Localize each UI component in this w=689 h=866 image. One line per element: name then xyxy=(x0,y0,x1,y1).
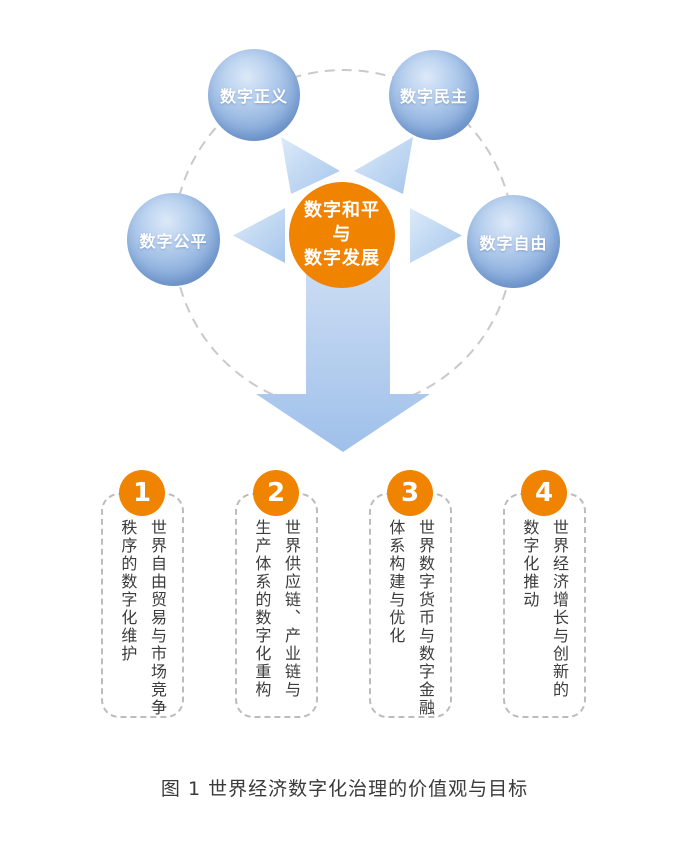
center-node-line: 与 xyxy=(332,223,352,245)
figure-caption: 图 1 世界经济数字化治理的价值观与目标 xyxy=(160,778,529,800)
goal-text-line: 体系构建与优化 xyxy=(386,519,406,645)
goal-text-line: 世界供应链、产业链与 xyxy=(282,519,301,699)
center-node-line: 数字发展 xyxy=(304,248,380,270)
goal-text-line: 数字化推动 xyxy=(520,519,540,609)
value-node-label: 数字自由 xyxy=(479,233,548,253)
goal-text-vertical: 世界经济增长与创新的 数字化推动 xyxy=(515,519,574,713)
goal-number: 4 xyxy=(534,478,554,508)
goal-card: 世界经济增长与创新的 数字化推动 xyxy=(503,493,586,718)
goal-number-badge: 2 xyxy=(253,470,299,516)
goal-text-vertical: 世界数字货币与数字金融 体系构建与优化 xyxy=(381,519,440,717)
goal-text-line: 世界经济增长与创新的 xyxy=(550,519,569,699)
arrow-to-right xyxy=(410,208,462,263)
big-down-arrow xyxy=(256,230,430,452)
goal-text-line: 生产体系的数字化重构 xyxy=(252,519,272,699)
value-node-label: 数字正义 xyxy=(219,87,288,106)
value-node-digital-democracy: 数字民主 xyxy=(389,50,479,140)
goal-card: 世界自由贸易与市场竞争 秩序的数字化维护 xyxy=(101,493,184,718)
goal-text-line: 秩序的数字化维护 xyxy=(118,519,138,663)
goal-text-vertical: 世界自由贸易与市场竞争 秩序的数字化维护 xyxy=(113,519,172,717)
goal-card: 世界供应链、产业链与 生产体系的数字化重构 xyxy=(235,493,318,718)
goal-text-line: 世界数字货币与数字金融 xyxy=(416,519,435,717)
goal-number: 1 xyxy=(132,478,152,508)
arrow-top-right xyxy=(354,137,413,194)
goal-number-badge: 4 xyxy=(521,470,567,516)
center-node-digital-peace-development: 数字和平 与 数字发展 xyxy=(289,182,395,288)
goal-text-line: 世界自由贸易与市场竞争 xyxy=(148,519,167,717)
value-node-digital-freedom: 数字自由 xyxy=(467,195,560,288)
goal-number: 3 xyxy=(400,478,420,508)
value-node-label: 数字民主 xyxy=(399,87,468,106)
center-node-line: 数字和平 xyxy=(304,199,380,221)
goal-number-badge: 3 xyxy=(387,470,433,516)
arrow-to-left xyxy=(233,208,285,263)
value-node-digital-fairness: 数字公平 xyxy=(127,193,220,286)
goal-card: 世界数字货币与数字金融 体系构建与优化 xyxy=(369,493,452,718)
goal-number-badge: 1 xyxy=(119,470,165,516)
goal-number: 2 xyxy=(266,478,286,508)
value-node-digital-justice: 数字正义 xyxy=(208,49,300,141)
value-node-label: 数字公平 xyxy=(139,231,208,251)
arrow-top-left xyxy=(281,137,340,194)
goal-text-vertical: 世界供应链、产业链与 生产体系的数字化重构 xyxy=(247,519,306,713)
